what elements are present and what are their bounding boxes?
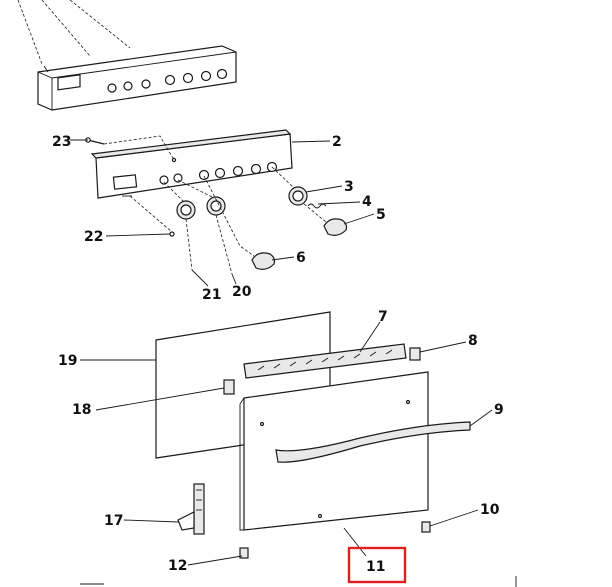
knob-20 (177, 179, 233, 275)
callout-10: 10 (480, 502, 500, 518)
callout-19: 19 (58, 353, 77, 369)
callout-20: 20 (232, 284, 252, 300)
callout-22: 22 (84, 229, 103, 245)
callout-9: 9 (494, 402, 504, 418)
callout-2: 2 (332, 134, 342, 150)
knob-5 (303, 203, 348, 236)
screw-22 (129, 195, 175, 237)
callout-21: 21 (202, 287, 221, 303)
leader-lines (70, 139, 493, 566)
door-handle (275, 421, 471, 463)
callout-17: 17 (104, 513, 123, 529)
callout-7: 7 (378, 309, 388, 325)
callout-3: 3 (344, 179, 354, 195)
callout-6: 6 (296, 250, 306, 266)
callout-18: 18 (72, 402, 91, 418)
callout-23: 23 (52, 134, 71, 150)
knob-6 (203, 175, 276, 270)
callout-11: 11 (366, 559, 385, 575)
highlight-box (347, 546, 407, 584)
callout-labels: 23 2 3 4 5 6 22 21 20 19 7 8 18 9 17 10 … (52, 134, 504, 584)
control-panel (90, 129, 293, 199)
door-top-trim (243, 343, 407, 379)
knob-3 (271, 166, 308, 206)
knob-21 (163, 181, 196, 271)
hinge-17 (177, 483, 205, 535)
clip-18 (223, 379, 235, 395)
callout-4: 4 (362, 194, 372, 210)
callout-12: 12 (168, 558, 187, 574)
clip-8 (409, 347, 421, 361)
spring-4 (307, 203, 327, 209)
foot-10 (421, 521, 431, 533)
callout-8: 8 (468, 333, 478, 349)
callout-5: 5 (376, 207, 386, 223)
foot-12 (239, 547, 249, 559)
top-back-panel (17, 0, 237, 111)
